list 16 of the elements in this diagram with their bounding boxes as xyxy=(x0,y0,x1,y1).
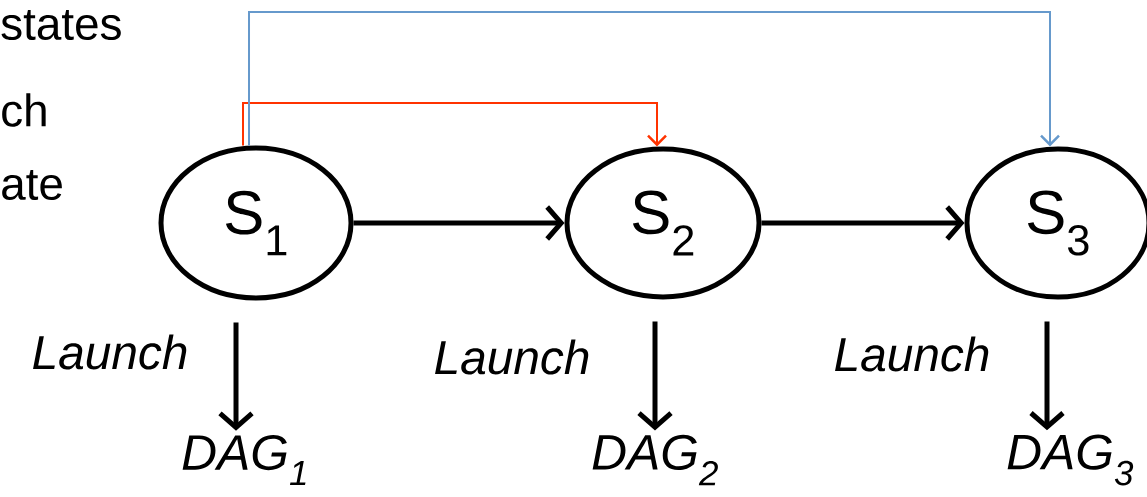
arrow xyxy=(248,11,1060,147)
arrow xyxy=(242,102,667,147)
text-label: ate xyxy=(2,169,62,201)
arrow xyxy=(353,205,565,241)
arrow xyxy=(218,322,254,431)
edge-label: Launch xyxy=(832,335,992,373)
dag-label: DAG$_{2}$ xyxy=(592,434,718,486)
edge-label: Launch xyxy=(432,338,592,376)
arrow xyxy=(637,321,673,431)
text-label: ch xyxy=(2,93,46,127)
dag-label: DAG$_{1}$ xyxy=(182,434,306,486)
dag-label: DAG$_{3}$ xyxy=(1007,434,1134,486)
text-label: states xyxy=(1,9,121,41)
edge-label: Launch xyxy=(30,333,190,371)
arrow xyxy=(761,205,965,241)
arrow xyxy=(1029,321,1065,431)
